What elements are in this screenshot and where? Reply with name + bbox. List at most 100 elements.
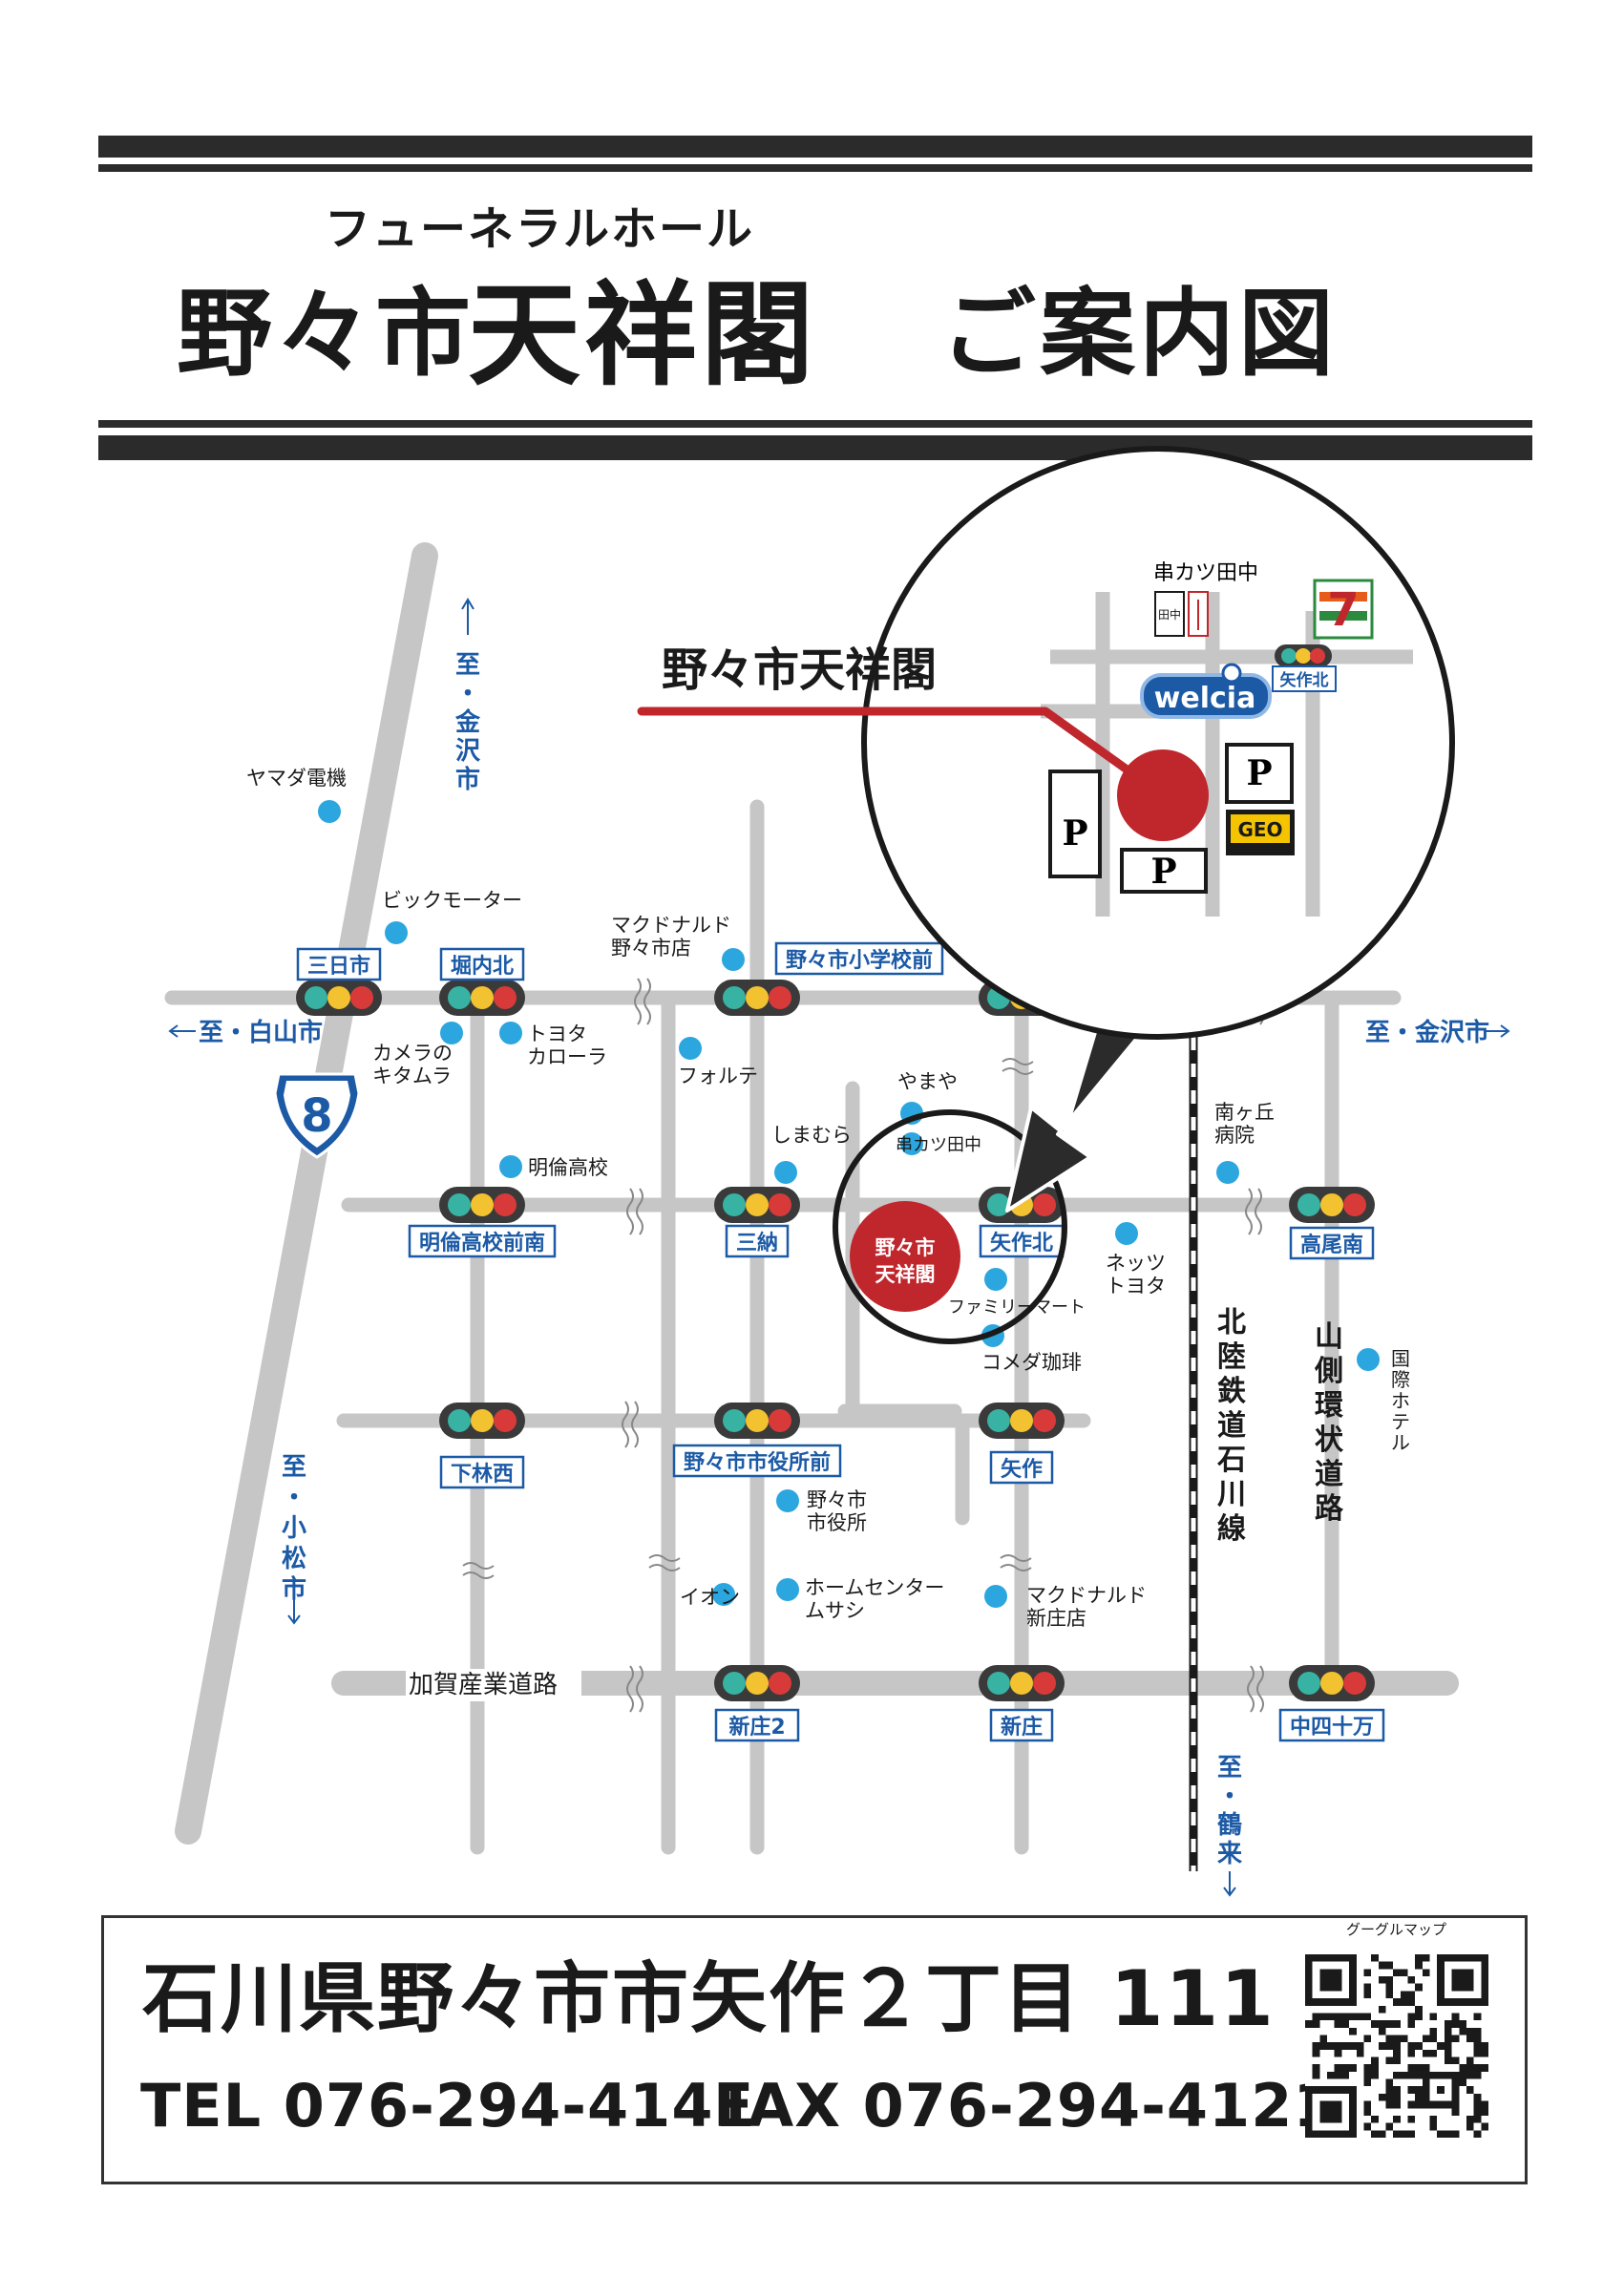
place-camera_kitamura: カメラのキタムラ <box>372 1022 463 1087</box>
svg-text:北: 北 <box>1217 1306 1246 1339</box>
svg-text:矢作北: 矢作北 <box>1280 670 1329 690</box>
svg-text:ホームセンタームサシ: ホームセンタームサシ <box>805 1576 944 1622</box>
inset-parking-1: P <box>1048 770 1102 878</box>
signal-shiyakusho_mae <box>714 1403 800 1439</box>
place-familymart: ファミリーマート <box>948 1268 1086 1318</box>
inset-welcia-logo: welcia <box>1140 663 1272 719</box>
place-netz_toyota: ネッツトヨタ <box>1106 1222 1166 1297</box>
svg-text:来: 来 <box>1217 1840 1243 1868</box>
signal-meirin_koko_maeminami <box>439 1187 525 1223</box>
direction-kanazawa-top: 至・金沢市 <box>454 598 481 794</box>
svg-text:山: 山 <box>1315 1320 1343 1354</box>
inset-parking-2: P <box>1120 848 1208 894</box>
svg-text:陸: 陸 <box>1217 1340 1246 1374</box>
inset-detail-map: P P P GEO welcia <box>861 446 1455 1040</box>
svg-text:堀内北: 堀内北 <box>451 955 514 979</box>
signal-mikkaichi <box>296 980 382 1016</box>
signal-label-horiuchikita: 堀内北 <box>439 947 525 981</box>
venue-marker-line2: 天祥閣 <box>875 1263 936 1286</box>
google-maps-qr-code[interactable] <box>1305 1954 1488 2138</box>
place-meirin_koko: 明倫高校 <box>499 1155 608 1179</box>
fax: FAX 076-294-4121 <box>713 2071 1336 2141</box>
svg-text:P: P <box>1150 852 1176 892</box>
svg-text:GEO: GEO <box>1237 818 1282 841</box>
signal-label-shimobayashinishi: 下林西 <box>439 1455 525 1489</box>
svg-text:至: 至 <box>1217 1754 1242 1782</box>
header-bottom-bar-thick <box>98 435 1532 460</box>
place-bigmotor: ビックモーター <box>382 889 522 944</box>
svg-text:P: P <box>1246 753 1272 793</box>
svg-text:トヨタカローラ: トヨタカローラ <box>527 1023 607 1068</box>
signal-label-meirin_koko_maeminami: 明倫高校前南 <box>408 1224 557 1258</box>
title-hall: 天祥閣 <box>468 268 818 401</box>
svg-text:環: 環 <box>1315 1389 1344 1423</box>
svg-text:ホ: ホ <box>1391 1389 1410 1412</box>
svg-text:矢作北: 矢作北 <box>990 1231 1053 1255</box>
signal-shimobayashinishi <box>439 1403 525 1439</box>
place-markers: ヤマダ電機ビックモーターマクドナルド野々市店カメラのキタムラトヨタカローラフォル… <box>246 767 1410 1630</box>
signal-label-takaominami: 高尾南 <box>1289 1226 1375 1260</box>
svg-text:国: 国 <box>1391 1347 1410 1370</box>
signal-horiuchikita <box>439 980 525 1016</box>
svg-text:金: 金 <box>454 707 481 737</box>
direction-komatsu: 至・小松市 <box>282 1453 306 1625</box>
header-top-bar-thick <box>98 136 1532 158</box>
route-8-road <box>175 542 438 1845</box>
svg-text:鉄: 鉄 <box>1217 1375 1246 1408</box>
title-suffix: ご案内図 <box>940 278 1338 390</box>
svg-text:道: 道 <box>1217 1409 1246 1443</box>
place-mcdonalds_shinjo: マクドナルド新庄店 <box>984 1584 1147 1630</box>
direction-kanazawa-right: 至・金沢市 <box>1365 1018 1510 1047</box>
svg-text:明倫高校前南: 明倫高校前南 <box>419 1231 545 1255</box>
svg-text:際: 際 <box>1391 1368 1410 1391</box>
signal-label-shinjo: 新庄 <box>989 1708 1054 1742</box>
svg-text:中四十万: 中四十万 <box>1290 1716 1374 1740</box>
svg-text:野々市市役所前: 野々市市役所前 <box>684 1450 831 1475</box>
signal-nakashijuman <box>1289 1665 1375 1701</box>
place-shimamura: しまむら <box>771 1124 852 1184</box>
svg-text:新庄2: 新庄2 <box>728 1715 785 1740</box>
signal-label-nonoichi_shogakko_mae: 野々市小学校前 <box>774 941 944 976</box>
info-box: 石川県野々市市矢作２丁目 111 TEL 076-294-4141 FAX 07… <box>101 1915 1528 2184</box>
svg-text:市: 市 <box>455 765 480 794</box>
signal-shinjo2 <box>714 1665 800 1701</box>
svg-text:串カツ田中: 串カツ田中 <box>896 1135 981 1155</box>
svg-text:ファミリーマート: ファミリーマート <box>948 1297 1086 1318</box>
svg-text:状: 状 <box>1315 1424 1344 1457</box>
route-8-number: 8 <box>301 1089 332 1143</box>
venue-marker-line1: 野々市 <box>875 1236 936 1259</box>
qr-label: グーグルマップ <box>1346 1921 1447 1938</box>
callout-line <box>637 707 1168 800</box>
route-8-shield: 8 <box>273 1072 361 1159</box>
svg-text:小: 小 <box>282 1514 306 1543</box>
svg-text:コメダ珈琲: コメダ珈琲 <box>981 1351 1082 1374</box>
callout-label: 野々市天祥閣 <box>662 643 937 697</box>
place-yamada: ヤマダ電機 <box>246 767 347 823</box>
venue-zoom-circle <box>833 1109 1067 1344</box>
svg-text:野々市小学校前: 野々市小学校前 <box>786 948 933 973</box>
signal-label-mikkaichi: 三日市 <box>296 947 382 981</box>
svg-text:至: 至 <box>282 1453 306 1482</box>
title-city: 野々市 <box>177 278 475 390</box>
direction-tsurugi: 至・鶴来 <box>1217 1754 1243 1897</box>
signal-label-yasakukita: 矢作北 <box>979 1224 1065 1258</box>
place-city_hall: 野々市市役所 <box>776 1488 867 1534</box>
svg-text:・: ・ <box>1217 1782 1242 1811</box>
area-map: 8 三日市堀内北野々市小学校前野々市明倫高校前南三納矢作北高尾南下林西野々市市役… <box>164 446 1510 1897</box>
header-top-bar-thin <box>98 164 1532 172</box>
signal-yasaku <box>979 1403 1065 1439</box>
svg-text:テ: テ <box>1391 1410 1410 1433</box>
svg-text:7: 7 <box>1327 583 1359 637</box>
svg-text:P: P <box>1062 813 1087 854</box>
inset-frame <box>861 446 1455 1040</box>
svg-text:・: ・ <box>282 1484 306 1512</box>
svg-text:カメラのキタムラ: カメラのキタムラ <box>372 1042 453 1087</box>
svg-text:ネッツトヨタ: ネッツトヨタ <box>1106 1252 1166 1297</box>
place-musashi: ホームセンタームサシ <box>776 1576 944 1622</box>
place-minamigaoka_hospital: 南ヶ丘病院 <box>1214 1101 1275 1184</box>
svg-text:イオン: イオン <box>680 1586 740 1609</box>
telephone: TEL 076-294-4141 <box>140 2071 756 2141</box>
svg-text:下林西: 下林西 <box>451 1463 514 1487</box>
